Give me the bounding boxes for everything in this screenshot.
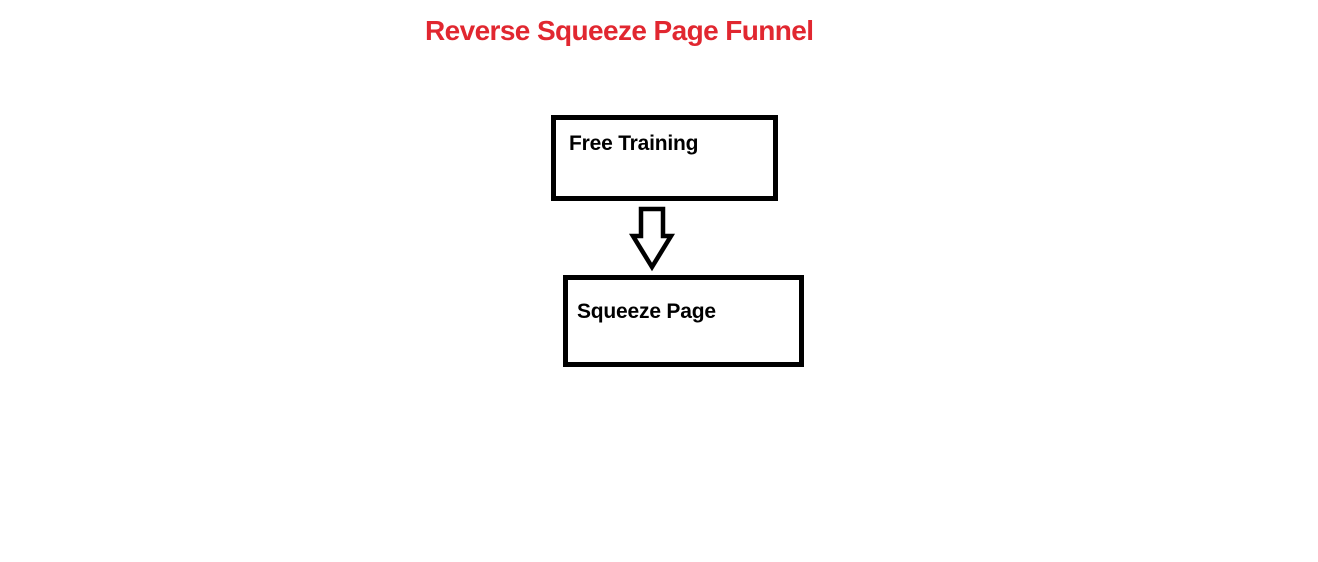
page-title: Reverse Squeeze Page Funnel <box>425 15 814 46</box>
node-free-training: Free Training <box>551 115 778 201</box>
node-squeeze-page: Squeeze Page <box>563 275 804 367</box>
node-label: Free Training <box>569 132 699 155</box>
down-arrow-shape <box>628 206 676 272</box>
node-label: Squeeze Page <box>577 300 716 323</box>
down-arrow-icon <box>628 206 676 272</box>
